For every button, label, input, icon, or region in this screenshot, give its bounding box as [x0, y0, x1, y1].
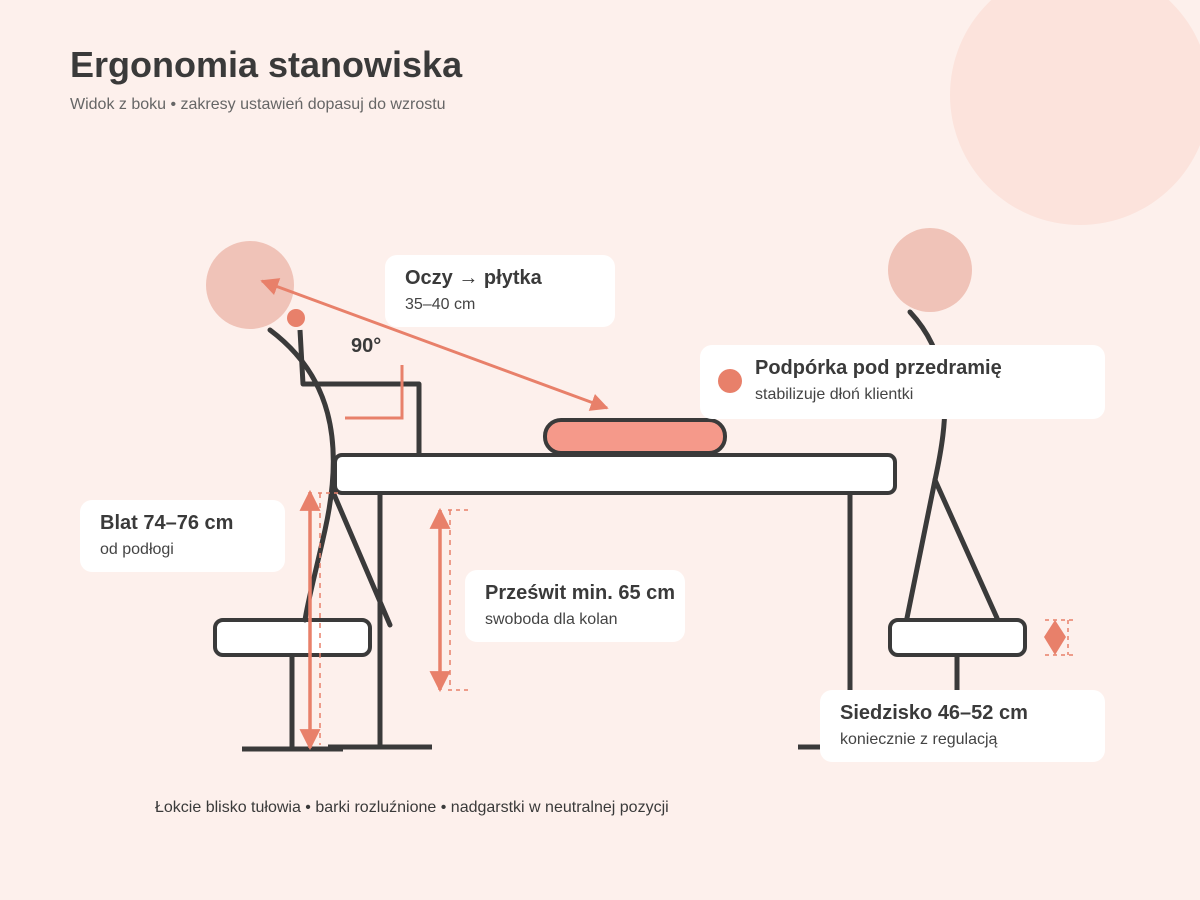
footer-tips: Łokcie blisko tułowia • barki rozluźnion… — [155, 799, 669, 816]
table-height-title: Blat 74–76 cm — [100, 512, 234, 534]
seat-adjust-indicator — [1044, 619, 1075, 656]
armrest-dot-icon — [718, 369, 742, 393]
armrest-title: Podpórka pod przedramię — [755, 357, 1002, 379]
technician-leg — [330, 489, 393, 628]
seat-height-title: Siedzisko 46–52 cm — [840, 702, 1028, 724]
clearance-title: Prześwit min. 65 cm — [485, 582, 676, 604]
stool-left — [213, 618, 372, 752]
client-leg-back — [932, 477, 1000, 621]
client-figure — [888, 228, 1000, 621]
right-angle-marker — [345, 365, 404, 420]
forearm-rest — [543, 418, 727, 455]
technician-head — [206, 241, 294, 329]
armrest-desc: stabilizuje dłoń klientki — [755, 386, 914, 403]
angle-label: 90° — [351, 335, 382, 357]
clearance-desc: swoboda dla kolan — [485, 611, 618, 628]
client-head — [888, 228, 972, 312]
seat-adjust-arrow — [1044, 620, 1066, 655]
page-subtitle: Widok z boku • zakresy ustawień dopasuj … — [70, 96, 446, 113]
seat-height-card: Siedzisko 46–52 cm koniecznie z regulacj… — [820, 690, 1105, 762]
knee-clearance-dimension — [429, 507, 470, 693]
table-height-desc: od podłogi — [100, 541, 174, 558]
client-leg-front — [904, 477, 938, 621]
table-height-card: Blat 74–76 cm od podłogi — [80, 500, 285, 572]
clearance-card: Prześwit min. 65 cm swoboda dla kolan — [465, 570, 685, 642]
seat-height-desc: koniecznie z regulacją — [840, 731, 998, 748]
desk-top — [333, 453, 897, 495]
stool-right — [888, 618, 1027, 690]
armrest-card: Podpórka pod przedramię stabilizuje dłoń… — [700, 345, 1105, 419]
eye-distance-value: 35–40 cm — [405, 296, 476, 313]
page-title: Ergonomia stanowiska — [70, 44, 463, 85]
eye-distance-arrow — [260, 278, 609, 411]
elbow-marker — [287, 309, 305, 327]
eye-distance-title: Oczy → płytka — [405, 267, 542, 289]
stool-right-seat — [888, 618, 1027, 657]
stool-left-seat — [213, 618, 372, 657]
decorative-circle — [950, 0, 1200, 225]
table-height-dimension — [299, 489, 340, 751]
eye-distance-card: Oczy → płytka 35–40 cm — [385, 255, 615, 327]
